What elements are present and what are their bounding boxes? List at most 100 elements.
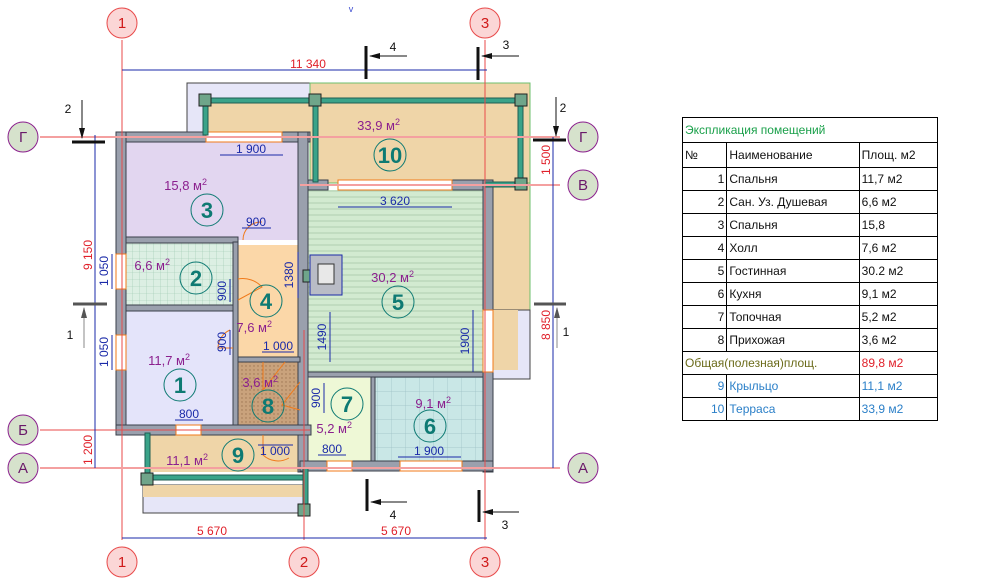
section-mark-2-left: 2 — [65, 100, 105, 144]
terrace-rail-top — [204, 97, 524, 104]
svg-text:1: 1 — [118, 554, 126, 571]
axis-marker-1-top: 1 — [106, 7, 138, 39]
room-7-floor — [308, 378, 371, 461]
svg-text:6,6 м2: 6,6 м2 — [134, 257, 170, 273]
svg-text:1: 1 — [563, 325, 570, 339]
section-mark-4-top: 4 — [364, 40, 407, 79]
svg-text:А: А — [18, 460, 28, 477]
header-no: № — [681, 142, 728, 168]
axis-marker-3-bottom: 3 — [469, 546, 501, 578]
door-room1 — [217, 329, 233, 349]
svg-text:3: 3 — [502, 518, 509, 532]
room-2-floor — [125, 240, 235, 305]
svg-text:11,7 м2: 11,7 м2 — [148, 352, 190, 368]
svg-text:5: 5 — [392, 290, 404, 315]
wall — [232, 241, 239, 433]
dim-left-total: 9 150 — [81, 240, 95, 270]
svg-text:1: 1 — [174, 373, 186, 398]
window-room7 — [326, 460, 353, 472]
svg-text:3: 3 — [481, 554, 489, 571]
room-8-floor — [238, 360, 300, 425]
svg-text:4: 4 — [390, 40, 397, 54]
svg-text:3: 3 — [201, 198, 213, 223]
svg-text:15,8 м2: 15,8 м2 — [164, 177, 207, 193]
marker-v: v — [349, 4, 354, 14]
dim-win-room2: 1 050 — [97, 256, 111, 286]
axis-marker-3-top: 3 — [469, 7, 501, 39]
dim-win-room1: 1 050 — [97, 337, 111, 367]
svg-text:10: 10 — [378, 143, 402, 168]
wall — [237, 356, 301, 363]
wall — [125, 236, 239, 244]
dim-overall-width: 11 340 — [290, 57, 326, 71]
room-label-5: 30,2 м2 5 — [371, 269, 415, 319]
dim-win-room3: 1 900 — [236, 142, 266, 156]
svg-text:1: 1 — [67, 328, 74, 342]
terrace-left-floor — [205, 100, 313, 135]
dim-door-hall: 1 000 — [263, 339, 293, 353]
axis-marker-g-left: Г — [7, 121, 39, 153]
room-4-floor — [238, 245, 303, 360]
door-porch — [262, 435, 290, 462]
section-mark-1-left: 1 — [67, 302, 107, 348]
dim-fireplace: 1380 — [282, 261, 296, 288]
svg-text:8: 8 — [262, 394, 274, 419]
header-name: Наименование — [726, 142, 860, 168]
door-room7 — [281, 381, 301, 411]
svg-text:2: 2 — [560, 101, 567, 115]
svg-text:Г: Г — [579, 129, 587, 146]
wall — [125, 304, 239, 312]
svg-text:7: 7 — [341, 392, 353, 417]
dim-door-room7: 900 — [309, 388, 323, 408]
section-mark-4-bottom: 4 — [365, 479, 407, 522]
dim-bottom-right: 5 670 — [381, 524, 411, 538]
explication-table: Экспликация помещений № Наименование Пло… — [681, 117, 939, 421]
axis-marker-a-left: А — [7, 452, 39, 484]
room-1-floor — [125, 310, 235, 425]
svg-text:5,2 м2: 5,2 м2 — [316, 420, 352, 436]
dim-right-terrace: 1 500 — [539, 145, 553, 175]
dim-win-room6: 1 900 — [414, 444, 444, 458]
dim-win-room1-bottom: 800 — [179, 407, 199, 421]
section-mark-1-right: 1 — [534, 302, 570, 348]
room-label-3: 15,8 м2 3 — [164, 177, 224, 227]
room-label-2: 6,6 м2 2 — [134, 257, 213, 295]
room-label-4: 4 7,6 м2 — [236, 284, 283, 335]
svg-text:А: А — [578, 460, 588, 477]
svg-text:В: В — [578, 177, 588, 194]
svg-text:Б: Б — [18, 422, 28, 439]
dim-door-room3: 900 — [246, 215, 266, 229]
dim-right-total: 8 850 — [539, 310, 553, 340]
dim-bottom-left: 5 670 — [197, 524, 227, 538]
room-label-6: 9,1 м2 6 — [413, 395, 451, 443]
dim-wall-1490: 1490 — [315, 323, 329, 350]
porch-rail — [144, 474, 309, 481]
section-mark-3-top: 3 — [476, 38, 519, 80]
svg-text:3: 3 — [503, 38, 510, 52]
table-row-total: Общая(полезная)площ.89,8 м2 — [682, 351, 939, 375]
terrace-rail-mid — [312, 97, 319, 183]
axis-marker-2-bottom: 2 — [288, 546, 320, 578]
svg-text:2: 2 — [190, 266, 202, 291]
section-mark-2-right: 2 — [533, 97, 567, 142]
svg-text:4: 4 — [260, 289, 273, 314]
svg-text:1: 1 — [118, 15, 126, 32]
svg-text:4: 4 — [390, 508, 397, 522]
svg-text:11,1 м2: 11,1 м2 — [166, 452, 208, 468]
svg-text:6: 6 — [424, 414, 436, 439]
door-hall — [262, 361, 286, 392]
explication-header-row: № Наименование Площ. м2 — [681, 142, 939, 168]
wall — [297, 131, 309, 473]
window-room1 — [115, 334, 127, 371]
dim-door-room2: 900 — [215, 281, 229, 301]
dim-opening-1900: 1900 — [458, 327, 472, 354]
window-room2 — [115, 253, 127, 290]
header-area: Площ. м2 — [858, 142, 939, 168]
svg-text:3,6 м2: 3,6 м2 — [242, 374, 278, 390]
door-room2 — [237, 278, 263, 301]
room-6-floor — [375, 375, 483, 461]
